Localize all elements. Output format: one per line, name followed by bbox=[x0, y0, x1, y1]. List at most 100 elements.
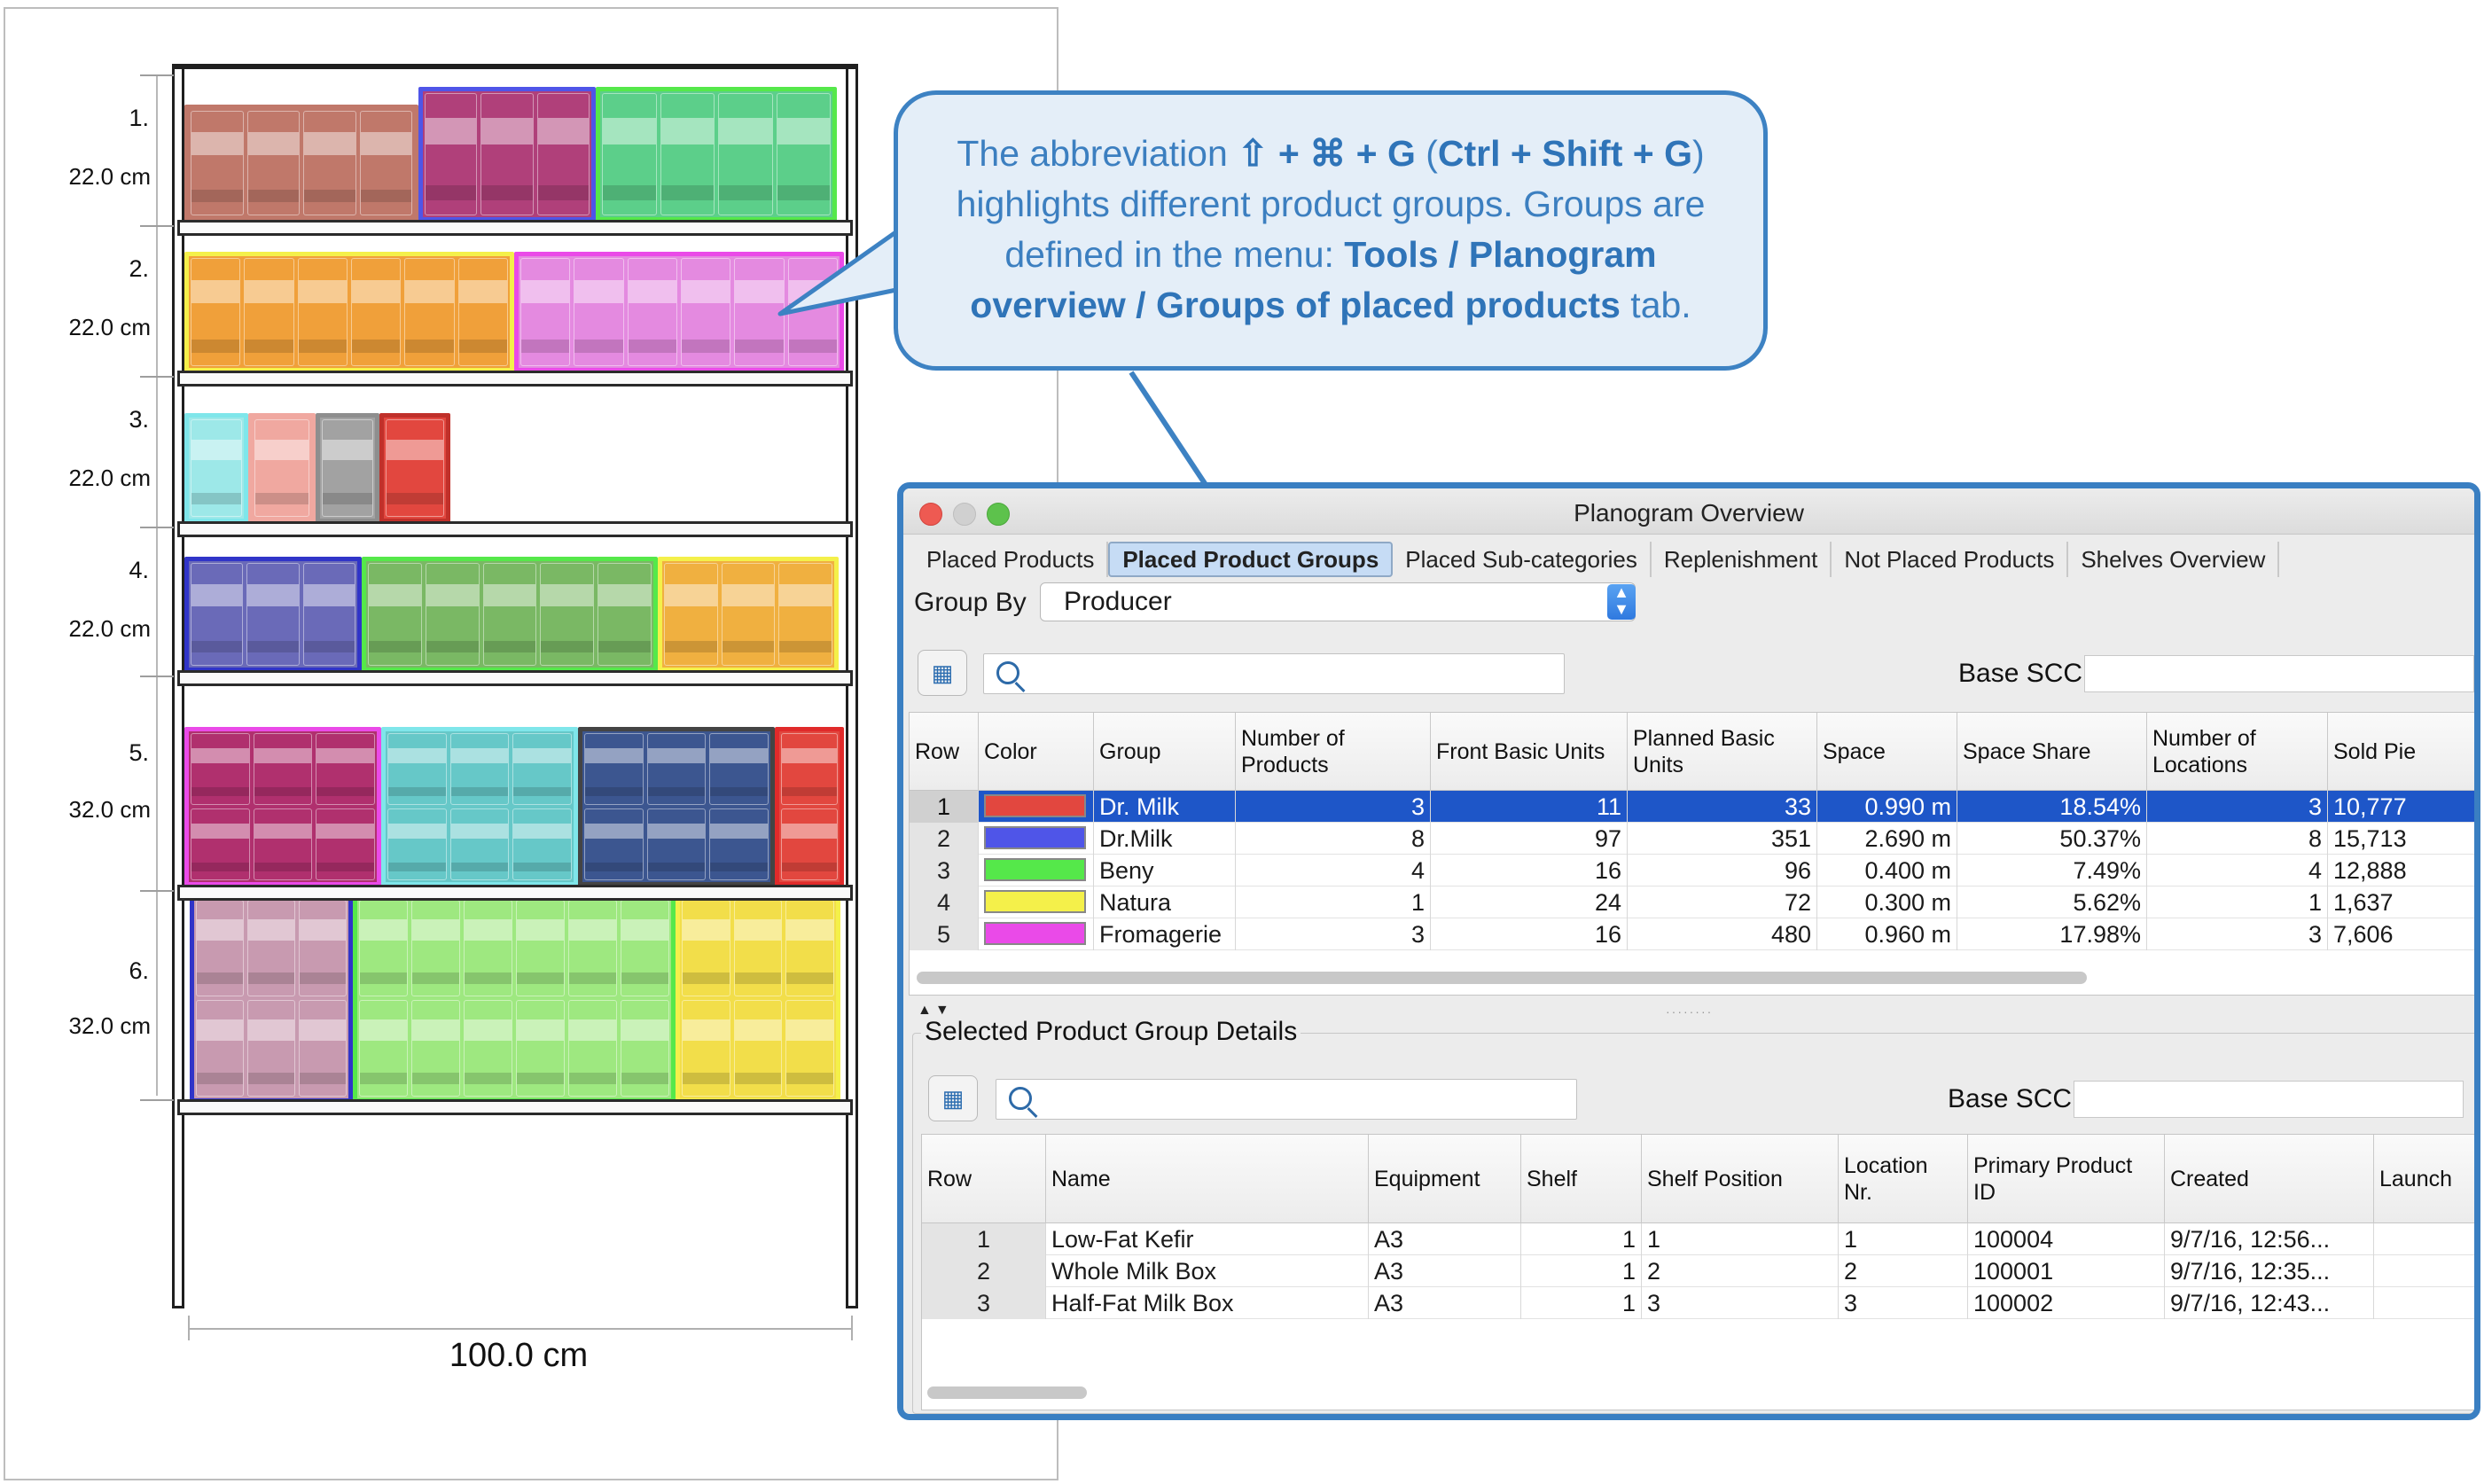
product-group-block[interactable] bbox=[316, 413, 379, 523]
product-package[interactable] bbox=[253, 733, 313, 805]
product-package[interactable] bbox=[464, 900, 512, 996]
product-package[interactable] bbox=[709, 733, 769, 805]
product-package[interactable] bbox=[584, 808, 644, 880]
product-package[interactable] bbox=[246, 111, 300, 215]
search-input[interactable] bbox=[983, 653, 1565, 694]
product-package[interactable] bbox=[359, 111, 412, 215]
column-header[interactable]: Location Nr. bbox=[1839, 1135, 1968, 1223]
column-header[interactable]: Number of Products bbox=[1236, 713, 1431, 791]
product-package[interactable] bbox=[457, 258, 508, 366]
table-row[interactable]: 1 Dr. Milk 3 11 33 0.990 m 18.54% 3 10,7… bbox=[910, 791, 2474, 823]
product-package[interactable] bbox=[520, 258, 571, 366]
product-package[interactable] bbox=[733, 900, 783, 996]
horizontal-scrollbar[interactable] bbox=[927, 1386, 1087, 1399]
product-package[interactable] bbox=[568, 1000, 617, 1097]
product-package[interactable] bbox=[316, 808, 375, 880]
splitter-arrows-icon[interactable]: ▲▼ bbox=[918, 1003, 953, 1018]
product-package[interactable] bbox=[785, 900, 834, 996]
column-header[interactable]: Space Share bbox=[1957, 713, 2147, 791]
minimize-window-button[interactable] bbox=[953, 503, 976, 526]
product-package[interactable] bbox=[584, 733, 644, 805]
product-package[interactable] bbox=[781, 733, 838, 805]
tab-placed-product-groups[interactable]: Placed Product Groups bbox=[1108, 542, 1394, 577]
product-package[interactable] bbox=[351, 258, 402, 366]
tab-shelves-overview[interactable]: Shelves Overview bbox=[2068, 542, 2280, 577]
product-package[interactable] bbox=[516, 900, 565, 996]
close-window-button[interactable] bbox=[919, 503, 942, 526]
product-package[interactable] bbox=[574, 258, 624, 366]
product-package[interactable] bbox=[512, 733, 572, 805]
product-group-block[interactable] bbox=[184, 727, 381, 886]
product-package[interactable] bbox=[718, 93, 773, 215]
table-row[interactable]: 5 Fromagerie 3 16 480 0.960 m 17.98% 3 7… bbox=[910, 918, 2474, 950]
table-row[interactable]: 2 Whole Milk Box A3 1 2 2 100001 9/7/16,… bbox=[922, 1255, 2474, 1287]
product-package[interactable] bbox=[322, 419, 373, 517]
title-bar[interactable]: Planogram Overview bbox=[903, 488, 2474, 535]
product-package[interactable] bbox=[411, 900, 460, 996]
product-package[interactable] bbox=[411, 1000, 460, 1097]
column-header[interactable]: Created bbox=[2165, 1135, 2374, 1223]
column-header[interactable]: Row bbox=[922, 1135, 1046, 1223]
base-scc-field[interactable] bbox=[2084, 655, 2474, 692]
product-package[interactable] bbox=[778, 563, 832, 666]
column-header[interactable]: Row bbox=[910, 713, 979, 791]
product-group-block[interactable] bbox=[184, 252, 514, 372]
product-package[interactable] bbox=[303, 111, 356, 215]
product-package[interactable] bbox=[196, 1000, 244, 1097]
product-package[interactable] bbox=[449, 808, 510, 880]
product-package[interactable] bbox=[627, 258, 677, 366]
product-package[interactable] bbox=[733, 1000, 783, 1097]
product-package[interactable] bbox=[387, 733, 447, 805]
product-package[interactable] bbox=[191, 808, 250, 880]
product-package[interactable] bbox=[316, 733, 375, 805]
column-header[interactable]: Launch bbox=[2374, 1135, 2474, 1223]
product-package[interactable] bbox=[191, 563, 244, 666]
export-icon[interactable]: ▦ bbox=[928, 1075, 978, 1121]
product-package[interactable] bbox=[404, 258, 455, 366]
product-package[interactable] bbox=[536, 93, 590, 215]
product-package[interactable] bbox=[787, 258, 838, 366]
table-row[interactable]: 3 Half-Fat Milk Box A3 1 3 3 100002 9/7/… bbox=[922, 1287, 2474, 1319]
product-package[interactable] bbox=[191, 733, 250, 805]
product-package[interactable] bbox=[191, 258, 241, 366]
chevron-updown-icon[interactable]: ▲▼ bbox=[1607, 584, 1636, 620]
product-group-block[interactable] bbox=[596, 87, 837, 222]
product-group-block[interactable] bbox=[184, 105, 418, 222]
column-header[interactable]: Group bbox=[1094, 713, 1236, 791]
product-package[interactable] bbox=[482, 563, 537, 666]
product-package[interactable] bbox=[621, 1000, 669, 1097]
product-package[interactable] bbox=[785, 1000, 834, 1097]
column-header[interactable]: Color bbox=[979, 713, 1094, 791]
column-header[interactable]: Front Basic Units bbox=[1431, 713, 1628, 791]
product-package[interactable] bbox=[512, 808, 572, 880]
tab-placed-sub-categories[interactable]: Placed Sub-categories bbox=[1393, 542, 1652, 577]
product-package[interactable] bbox=[299, 900, 347, 996]
column-header[interactable]: Space bbox=[1817, 713, 1957, 791]
product-package[interactable] bbox=[646, 808, 707, 880]
product-package[interactable] bbox=[721, 563, 776, 666]
product-package[interactable] bbox=[425, 93, 478, 215]
product-package[interactable] bbox=[480, 93, 534, 215]
product-package[interactable] bbox=[297, 258, 348, 366]
column-header[interactable]: Shelf Position bbox=[1642, 1135, 1839, 1223]
product-package[interactable] bbox=[621, 900, 669, 996]
column-header[interactable]: Sold Pie bbox=[2328, 713, 2474, 791]
product-package[interactable] bbox=[247, 900, 295, 996]
product-package[interactable] bbox=[299, 1000, 347, 1097]
base-scc-field[interactable] bbox=[2074, 1081, 2464, 1118]
product-group-block[interactable] bbox=[379, 413, 450, 523]
column-header[interactable]: Shelf bbox=[1521, 1135, 1642, 1223]
product-package[interactable] bbox=[598, 563, 652, 666]
product-group-block[interactable] bbox=[190, 894, 353, 1103]
group-by-select[interactable]: Producer bbox=[1040, 582, 1636, 621]
product-group-block[interactable] bbox=[248, 413, 316, 523]
product-group-block[interactable] bbox=[381, 727, 578, 886]
product-group-block[interactable] bbox=[353, 894, 676, 1103]
tab-replenishment[interactable]: Replenishment bbox=[1652, 542, 1832, 577]
product-package[interactable] bbox=[449, 733, 510, 805]
product-package[interactable] bbox=[781, 808, 838, 880]
product-package[interactable] bbox=[664, 563, 718, 666]
export-icon[interactable]: ▦ bbox=[918, 650, 967, 696]
product-package[interactable] bbox=[247, 1000, 295, 1097]
product-package[interactable] bbox=[660, 93, 715, 215]
